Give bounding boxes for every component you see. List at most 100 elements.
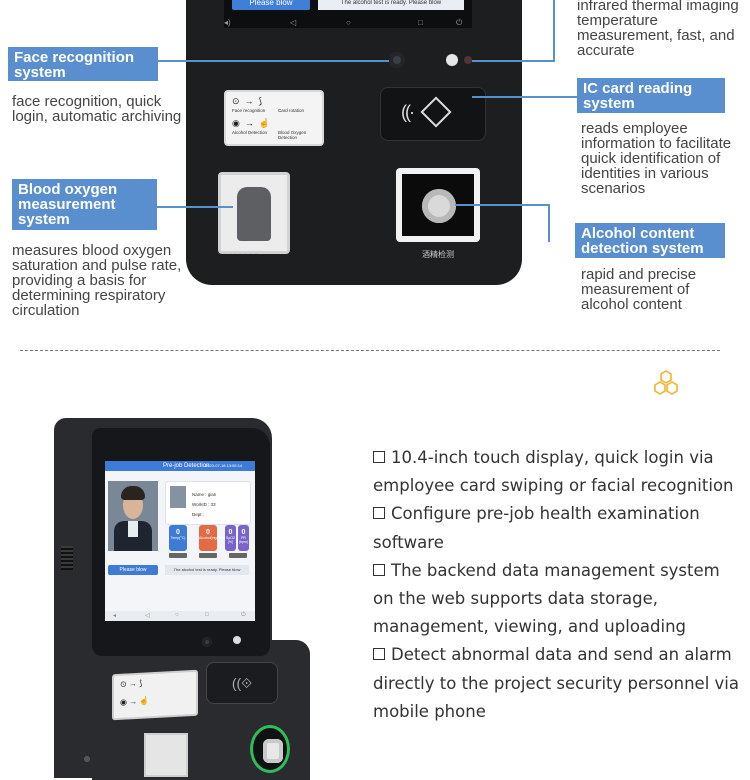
tile-temp-caption (169, 553, 187, 558)
photo-guide-icons-row-2: ◉ → ☝ (120, 696, 150, 707)
feature-item: Configure pre-job health examination sof… (373, 500, 743, 556)
employee-avatar (170, 486, 186, 508)
employee-name: Name : gian (192, 492, 217, 497)
ic-card-title: IC card reading system (577, 78, 725, 113)
alcohol-connector-line-h (455, 204, 550, 206)
honeycomb-logo-icon (654, 370, 678, 395)
display-home-icon[interactable]: ○ (175, 612, 179, 618)
infrared-connector-line (553, 0, 555, 62)
guide-icons-row-1: ⊙ → ⟆ (232, 96, 263, 106)
face-camera-icon (389, 52, 405, 68)
photo-hair (121, 486, 145, 500)
blood-oxygen-description: measures blood oxygen saturation and pul… (12, 242, 182, 319)
feature-text: The backend data management system on th… (373, 560, 720, 637)
feature-list: 10.4-inch touch display, quick login via… (373, 444, 743, 726)
face-recognition-title: Face recognition system (8, 47, 158, 81)
tile-spo2-caption (229, 553, 247, 558)
tile-spo2: 0 SpO2 (%) (225, 525, 236, 551)
photo-ic-card-reader-icon: ((⟐ (206, 662, 278, 704)
display-please-blow-button[interactable]: Please blow (108, 565, 158, 575)
power-icon: ⏻ (456, 18, 463, 27)
photo-camera-icon (202, 637, 212, 647)
thermal-sensor-lens-icon (464, 56, 472, 64)
face-recognition-description: face recognition, quick login, automatic… (12, 93, 182, 125)
photo-speaker-icon (80, 752, 94, 766)
home-icon: ○ (346, 18, 351, 27)
oximeter-label-strip: — — — — — — — — (218, 250, 258, 255)
feature-text: 10.4-inch touch display, quick login via… (373, 448, 734, 496)
infrared-description: infrared thermal imaging temperature mea… (577, 0, 739, 59)
side-speaker-grille (61, 546, 73, 570)
employee-info-card: Name : gian WorkID : 33 Dept : (165, 481, 251, 525)
volume-icon: ◂) (224, 18, 231, 27)
feature-text: Configure pre-job health examination sof… (373, 504, 700, 552)
display-volume-icon: ◂ (113, 613, 117, 619)
tile-temp-label: Temp(°C) (170, 536, 186, 540)
photo-thermal-sensor-icon (233, 636, 241, 644)
guide-oximeter-label: Blood Oxygen Detection (278, 130, 307, 140)
checkbox-icon (373, 507, 385, 520)
guide-face-label: Face recognition (232, 108, 266, 113)
display-title: Pre-job Detection (163, 463, 210, 469)
photo-mouthpiece-icon (263, 739, 283, 763)
back-icon: ◁ (290, 18, 297, 27)
display-time: 2023-07-18 13:55:14 (205, 463, 243, 468)
checkbox-icon (373, 648, 385, 661)
photo-usage-guide-panel: ⊙ → ⟆ ◉ → ☝ (112, 669, 198, 721)
screen-nav-bar: ◂) ◁ ○ □ ⏻ (224, 18, 472, 30)
ic-card-description: reads employee information to facilitate… (581, 120, 732, 197)
display-header: Pre-job Detection 2023-07-18 13:55:14 (105, 461, 255, 471)
employee-dept: Dept : (192, 512, 205, 517)
checkbox-icon (373, 563, 385, 576)
feature-item: The backend data management system on th… (373, 557, 743, 642)
tile-spo2-value: 0 (228, 529, 233, 536)
alcohol-detection-title: Alcohol content detection system (575, 223, 725, 258)
feature-text: Detect abnormal data and send an alarm d… (373, 645, 739, 721)
photo-guide-icons-row-1: ⊙ → ⟆ (120, 678, 143, 689)
guide-alcohol-label: Alcohol Detection (232, 130, 268, 135)
captured-face-photo (108, 481, 158, 551)
ic-card-connector-line (472, 96, 577, 98)
feature-item: Detect abnormal data and send an alarm d… (373, 641, 743, 726)
recents-icon: □ (418, 18, 423, 27)
finger-clip-icon (237, 187, 271, 241)
guide-icons-row-2: ◉ → ☝ (232, 118, 271, 128)
alcohol-connector-line-v (548, 204, 550, 242)
section-divider (20, 350, 720, 351)
nfc-waves-icon: ((· (401, 102, 415, 122)
infrared-connector-line-h (472, 60, 555, 62)
tile-alcohol-label: Alcohol(mg/100ml) (199, 536, 229, 540)
blood-oxygen-connector-line (157, 206, 233, 208)
display-back-icon[interactable]: ◁ (145, 613, 150, 619)
tile-spo2-label: SpO2 (%) (226, 536, 235, 544)
face-connector-line (157, 60, 389, 62)
oximeter-finger-clip (218, 172, 290, 254)
usage-guide-panel: ⊙ → ⟆ Face recognition Card rotation ◉ →… (224, 90, 324, 146)
photo-oximeter-clip (144, 733, 188, 777)
thermal-sensor-icon (446, 54, 458, 66)
photo-shirt (128, 521, 138, 537)
blood-oxygen-title: Blood oxygen measurement system (12, 179, 157, 230)
device-display: Pre-job Detection 2023-07-18 13:55:14 Na… (105, 461, 255, 621)
tile-pr-label: PR (bpm) (238, 536, 249, 544)
tile-temp: 0 Temp(°C) (169, 525, 187, 551)
ic-card-reader: ((· (380, 87, 486, 141)
tile-temp-value: 0 (176, 529, 180, 536)
display-nav-bar: ◂ ◁ ○ □ ⏻ (105, 611, 255, 621)
tile-pr: 0 PR (bpm) (238, 525, 249, 551)
tile-alcohol: 0 Alcohol(mg/100ml) (199, 525, 229, 551)
alcohol-detection-description: rapid and precise measurement of alcohol… (581, 266, 697, 313)
alcohol-port-label: 酒精检测 (422, 250, 454, 259)
display-power-icon: ⏻ (241, 612, 246, 618)
display-recents-icon[interactable]: □ (205, 612, 209, 618)
feature-item: 10.4-inch touch display, quick login via… (373, 444, 743, 500)
display-ready-message: The alcohol test is ready. Please blow (165, 565, 249, 575)
breath-mouthpiece-icon (422, 189, 456, 223)
screen-ready-message: The alcohol test is ready. Please blow (318, 0, 464, 10)
tile-alcohol-value: 0 (206, 529, 210, 536)
checkbox-icon (373, 451, 385, 463)
photo-alcohol-port (250, 725, 290, 773)
card-icon (420, 96, 452, 128)
tile-alcohol-caption (199, 553, 217, 558)
guide-card-label: Card rotation (278, 108, 305, 113)
